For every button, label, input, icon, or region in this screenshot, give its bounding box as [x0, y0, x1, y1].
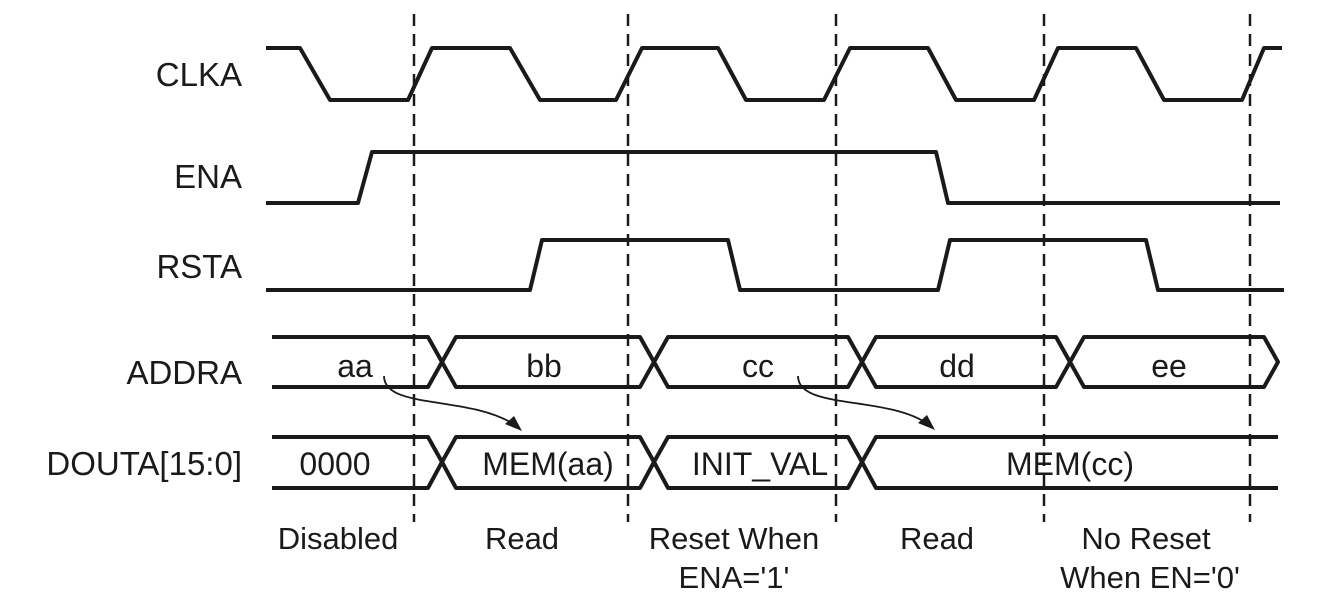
addra-segment — [652, 335, 864, 389]
signal-label-clka: CLKA — [156, 56, 242, 93]
phase-label-read: Read — [485, 521, 559, 556]
phase-label-disabled: Disabled — [278, 521, 399, 556]
addra-value-cc: cc — [742, 348, 774, 384]
phase-labels: Disabled Read Reset When ENA='1' Read No… — [278, 521, 1240, 595]
douta-segment — [652, 435, 864, 490]
douta-value-0000: 0000 — [299, 446, 370, 482]
clka-waveform — [266, 46, 1282, 102]
phase-label-read: Read — [900, 521, 974, 556]
douta-value-mem-aa: MEM(aa) — [482, 446, 614, 482]
phase-label-reset-line1: Reset When — [649, 521, 820, 556]
douta-value-mem-cc: MEM(cc) — [1006, 446, 1134, 482]
arrow-head — [505, 416, 522, 431]
addra-bus: aa bb cc dd ee — [272, 335, 1280, 389]
signal-label-rsta: RSTA — [156, 248, 242, 285]
signal-label-addra: ADDRA — [126, 354, 242, 391]
rsta-waveform — [266, 238, 1284, 292]
arrow-cc-to-mem-cc — [797, 375, 929, 425]
signal-label-douta: DOUTA[15:0] — [46, 445, 242, 482]
addra-segment — [860, 335, 1072, 389]
arrow-head — [918, 415, 935, 430]
signal-labels: CLKA ENA RSTA ADDRA DOUTA[15:0] — [46, 56, 242, 482]
signal-label-ena: ENA — [174, 158, 242, 195]
ena-waveform — [266, 150, 1280, 205]
addra-value-dd: dd — [939, 348, 975, 384]
addra-value-ee: ee — [1151, 348, 1187, 384]
addra-value-bb: bb — [526, 348, 562, 384]
douta-segment — [440, 435, 656, 490]
read-arrows — [383, 375, 935, 431]
douta-segment — [860, 435, 1278, 490]
addra-segment — [440, 335, 656, 389]
addra-segment — [1068, 335, 1280, 389]
phase-label-reset-line2: ENA='1' — [679, 560, 790, 595]
phase-label-no-reset-line1: No Reset — [1081, 521, 1211, 556]
addra-value-aa: aa — [337, 348, 373, 384]
phase-label-no-reset-line2: When EN='0' — [1060, 560, 1240, 595]
douta-bus: 0000 MEM(aa) INIT_VAL MEM(cc) — [272, 435, 1278, 490]
douta-value-init-val: INIT_VAL — [692, 446, 828, 482]
arrow-aa-to-mem-aa — [383, 375, 516, 426]
